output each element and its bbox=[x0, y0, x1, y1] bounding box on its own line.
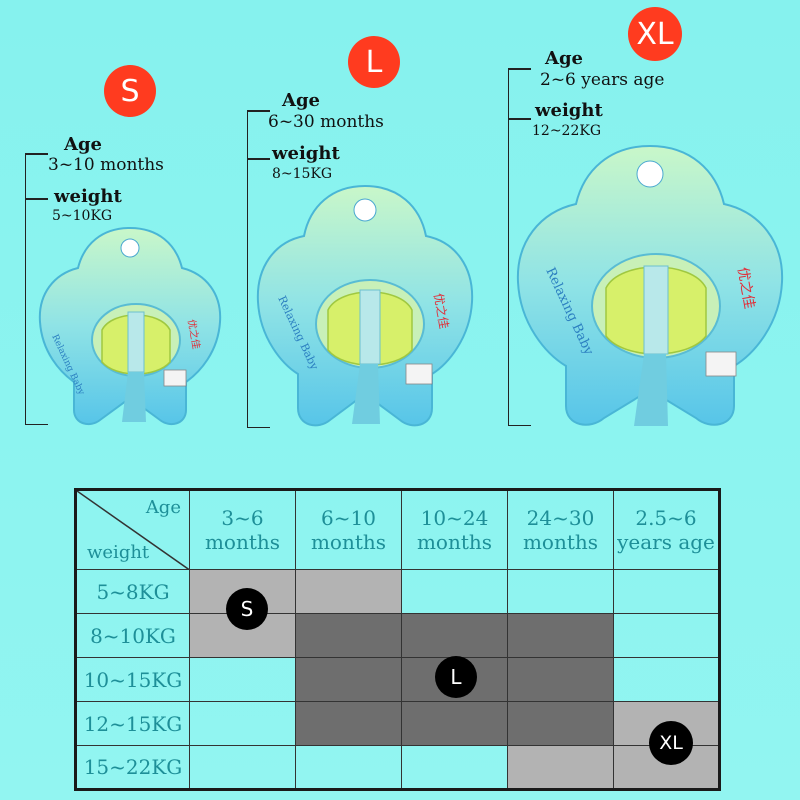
size-xl-age-value: 2~6 years age bbox=[540, 70, 665, 90]
product-l-logo-text: 优之佳 bbox=[431, 292, 451, 330]
size-cell-dark bbox=[295, 657, 402, 702]
size-cell-dark bbox=[295, 701, 402, 746]
table-corner-cell: Age weight bbox=[75, 489, 190, 570]
row-header-weight: 12~15KG bbox=[75, 701, 190, 746]
corner-weight-label: weight bbox=[87, 542, 150, 563]
row-header-weight: 10~15KG bbox=[75, 657, 190, 702]
marker-l: L bbox=[435, 656, 477, 698]
size-l-bracket bbox=[247, 110, 270, 428]
size-cell-none bbox=[189, 701, 296, 746]
size-cell-light bbox=[295, 569, 402, 614]
size-xl-weight-label: weight bbox=[535, 100, 603, 121]
table-row: 15~22KG bbox=[75, 745, 720, 790]
size-cell-dark bbox=[507, 613, 614, 658]
size-l-badge: L bbox=[348, 36, 400, 88]
size-cell-none bbox=[189, 745, 296, 790]
size-l-age-value: 6~30 months bbox=[268, 112, 384, 132]
marker-s: S bbox=[226, 588, 268, 630]
size-cell-light bbox=[507, 745, 614, 790]
size-cell-dark bbox=[295, 613, 402, 658]
size-cell-none bbox=[507, 569, 614, 614]
size-cell-none bbox=[613, 569, 720, 614]
row-header-weight: 8~10KG bbox=[75, 613, 190, 658]
size-s-badge: S bbox=[104, 65, 156, 117]
size-xl-weight-value: 12~22KG bbox=[532, 123, 602, 139]
swim-float-s-image: Relaxing Baby 优之佳 bbox=[38, 226, 222, 426]
table-row: 12~15KG bbox=[75, 701, 720, 746]
swim-float-xl-image: Relaxing Baby 优之佳 bbox=[516, 144, 784, 426]
size-xl-age-label: Age bbox=[545, 48, 584, 69]
size-cell-none bbox=[613, 657, 720, 702]
corner-age-label: Age bbox=[145, 497, 181, 518]
size-cell-dark bbox=[507, 701, 614, 746]
marker-xl: XL bbox=[649, 721, 693, 765]
row-header-weight: 15~22KG bbox=[75, 745, 190, 790]
size-l-weight-value: 8~15KG bbox=[272, 166, 333, 182]
size-cell-dark bbox=[401, 613, 508, 658]
size-s-weight-value: 5~10KG bbox=[52, 208, 113, 224]
size-l-weight-label: weight bbox=[272, 143, 340, 164]
table-row: 8~10KG bbox=[75, 613, 720, 658]
size-cell-none bbox=[613, 613, 720, 658]
size-cell-none bbox=[295, 745, 402, 790]
size-xl-bracket bbox=[508, 68, 531, 426]
table-row: 10~15KG bbox=[75, 657, 720, 702]
size-cell-light bbox=[613, 745, 720, 790]
size-cell-dark bbox=[401, 701, 508, 746]
size-l-age-label: Age bbox=[282, 90, 321, 111]
size-s-age-value: 3~10 months bbox=[48, 155, 164, 175]
swim-float-l-image: Relaxing Baby 优之佳 bbox=[256, 184, 474, 427]
size-xl-badge: XL bbox=[628, 7, 682, 61]
table-row: 5~8KG bbox=[75, 569, 720, 614]
size-cell-none bbox=[189, 657, 296, 702]
size-cell-none bbox=[401, 745, 508, 790]
size-s-weight-label: weight bbox=[54, 186, 122, 207]
size-s-bracket bbox=[25, 153, 48, 425]
product-xl-logo-text: 优之佳 bbox=[734, 266, 757, 310]
size-s-age-label: Age bbox=[64, 134, 103, 155]
size-cell-none bbox=[401, 569, 508, 614]
size-cell-dark bbox=[507, 657, 614, 702]
row-header-weight: 5~8KG bbox=[75, 569, 190, 614]
corner-diagonal-line bbox=[77, 491, 189, 569]
